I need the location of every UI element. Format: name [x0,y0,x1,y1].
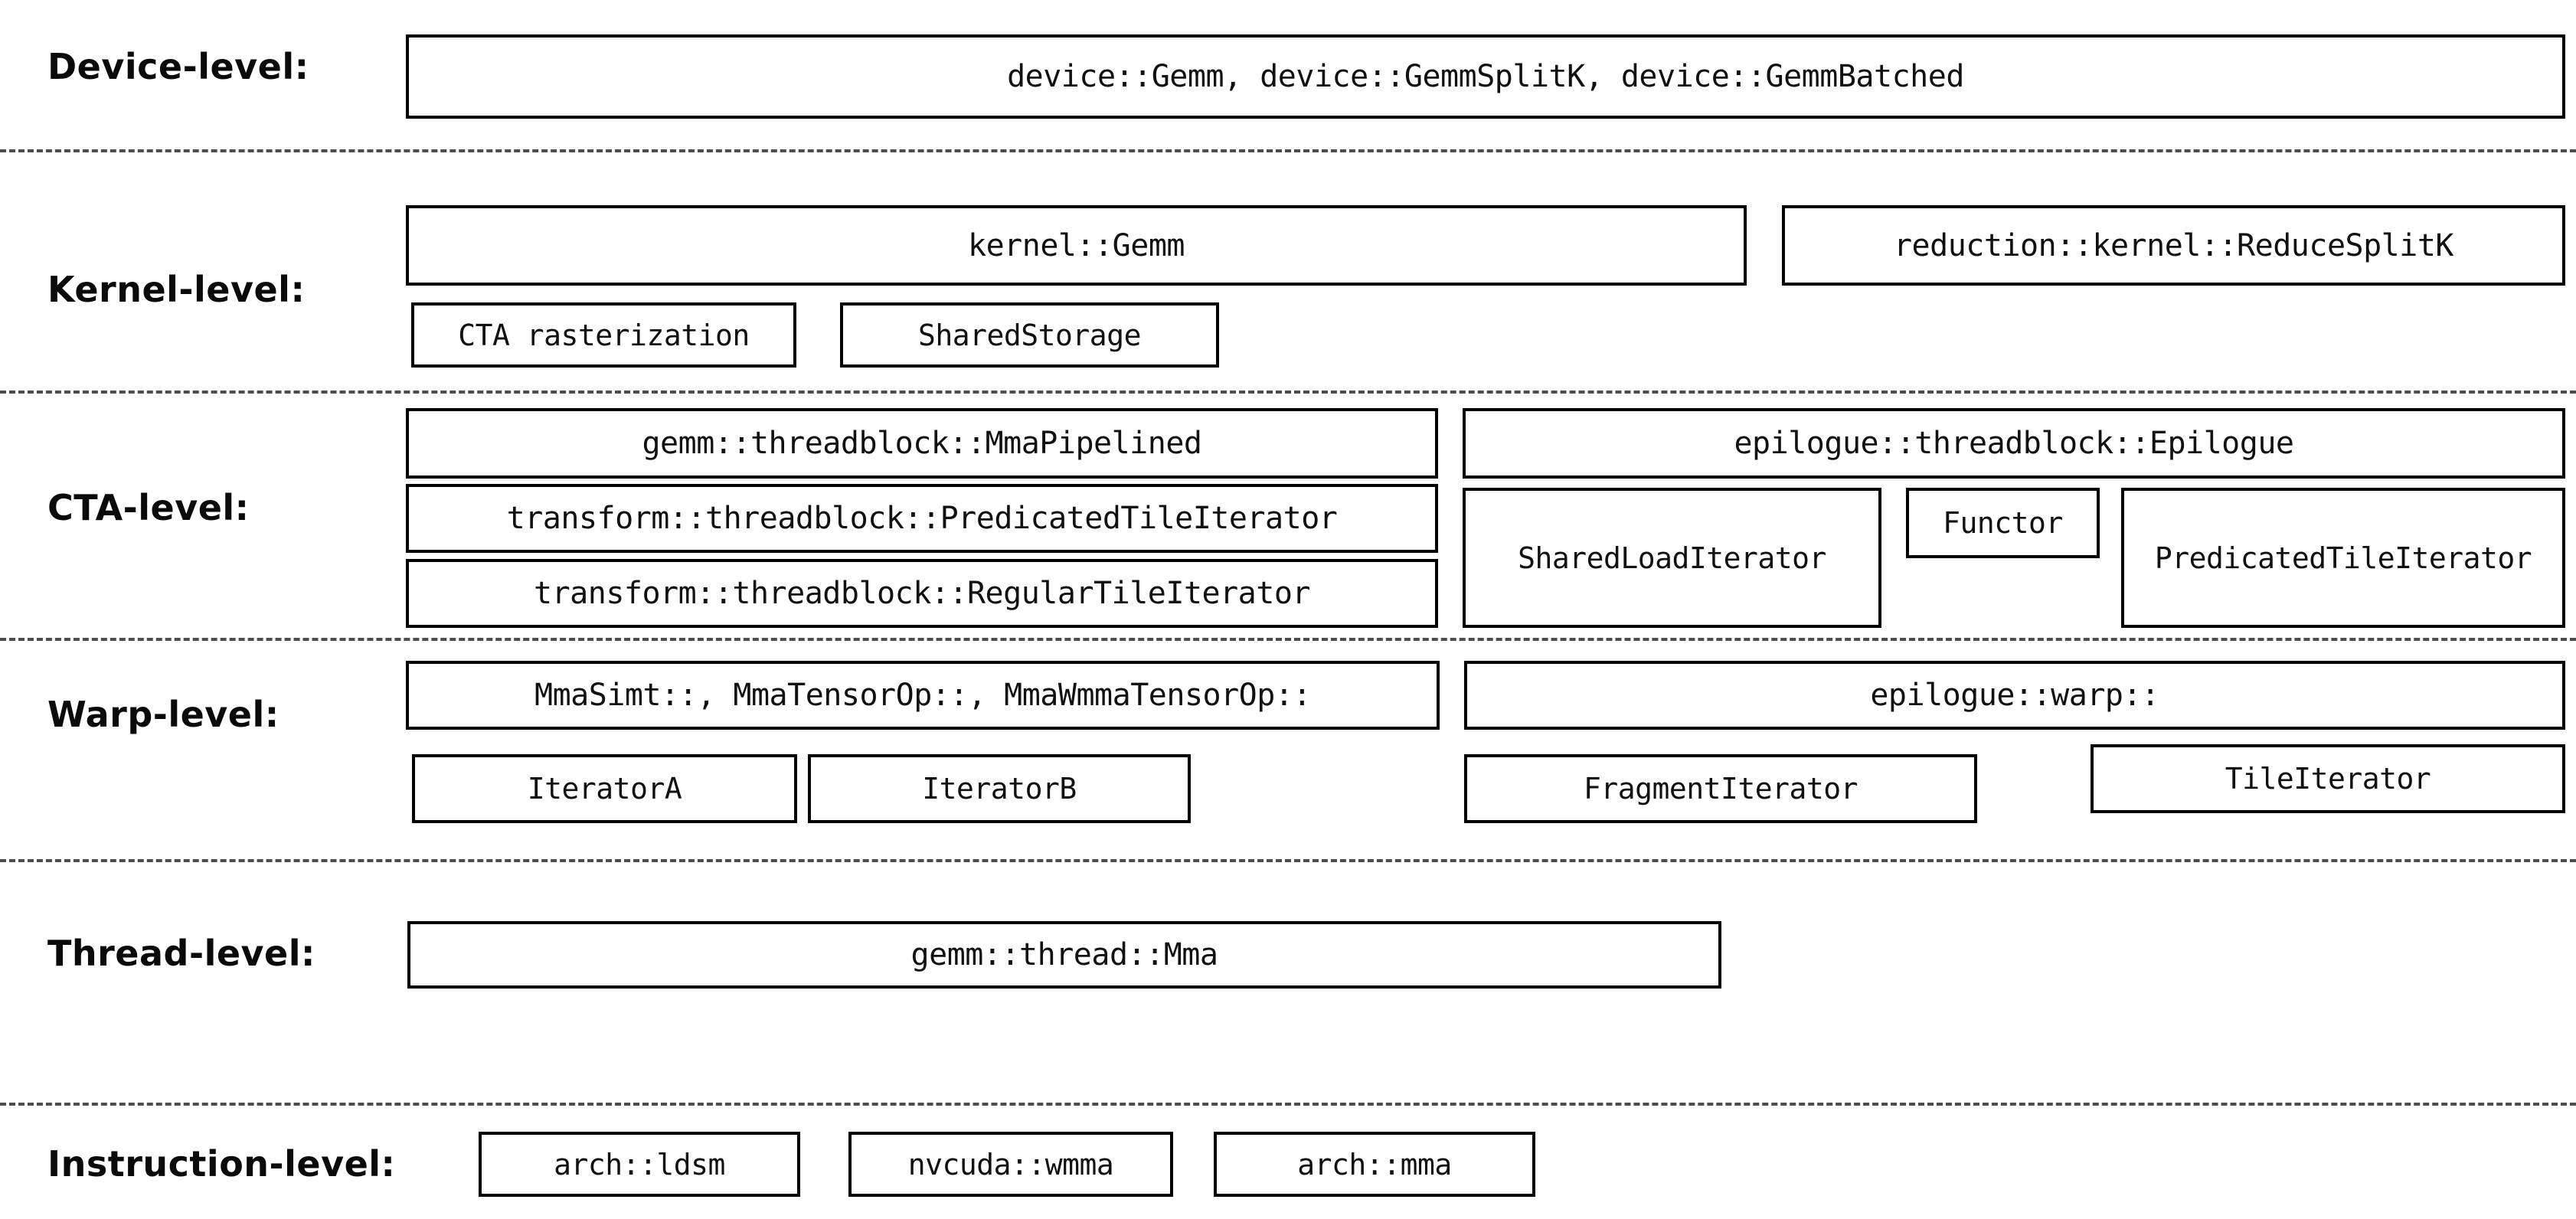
box-device-gemm[interactable]: device::Gemm, device::GemmSplitK, device… [406,34,2565,119]
level-label-instruction: Instruction-level: [47,1143,396,1185]
separator-cta-warp [0,638,2576,641]
box-transform-threadblock-regulartileiterator[interactable]: transform::threadblock::RegularTileItera… [406,559,1438,628]
box-epilogue-threadblock-epilogue-label: epilogue::threadblock::Epilogue [1734,426,2294,461]
box-functor[interactable]: Functor [1906,488,2100,558]
box-gemm-thread-mma-label: gemm::thread::Mma [910,937,1218,972]
box-sharedloaditerator[interactable]: SharedLoadIterator [1463,488,1881,628]
box-reduction-kernel-reducesplitk-label: reduction::kernel::ReduceSplitK [1893,227,2454,263]
box-tileiterator-label: TileIterator [2225,762,2431,796]
box-mma-variants[interactable]: MmaSimt::, MmaTensorOp::, MmaWmmaTensorO… [406,661,1440,730]
separator-device-kernel [0,149,2576,152]
separator-warp-thread [0,859,2576,862]
separator-kernel-cta [0,391,2576,394]
box-reduction-kernel-reducesplitk[interactable]: reduction::kernel::ReduceSplitK [1782,205,2565,286]
box-mma-variants-label: MmaSimt::, MmaTensorOp::, MmaWmmaTensorO… [534,678,1312,713]
box-fragmentiterator[interactable]: FragmentIterator [1464,754,1977,823]
box-predicatedtileiterator-label: PredicatedTileIterator [2154,541,2532,575]
box-iterator-a-label: IteratorA [527,772,682,806]
separator-thread-instruction [0,1103,2576,1106]
box-tileiterator[interactable]: TileIterator [2091,744,2565,813]
box-epilogue-threadblock-epilogue[interactable]: epilogue::threadblock::Epilogue [1463,408,2565,479]
box-functor-label: Functor [1943,506,2063,540]
box-kernel-gemm-label: kernel::Gemm [968,227,1185,263]
box-gemm-threadblock-mmapipelined[interactable]: gemm::threadblock::MmaPipelined [406,408,1438,479]
box-fragmentiterator-label: FragmentIterator [1583,772,1858,806]
box-gemm-thread-mma[interactable]: gemm::thread::Mma [407,921,1721,989]
box-arch-ldsm-label: arch::ldsm [554,1147,725,1181]
level-label-thread: Thread-level: [47,933,315,974]
level-label-cta: CTA-level: [47,487,250,528]
box-shared-storage-label: SharedStorage [918,318,1141,352]
box-transform-threadblock-predicatedtileiterator-label: transform::threadblock::PredicatedTileIt… [506,501,1338,536]
box-arch-ldsm[interactable]: arch::ldsm [479,1132,800,1197]
box-arch-mma-label: arch::mma [1297,1147,1452,1181]
box-nvcuda-wmma[interactable]: nvcuda::wmma [848,1132,1173,1197]
box-nvcuda-wmma-label: nvcuda::wmma [907,1147,1114,1181]
box-epilogue-warp[interactable]: epilogue::warp:: [1464,661,2565,730]
box-gemm-threadblock-mmapipelined-label: gemm::threadblock::MmaPipelined [642,426,1202,461]
level-label-kernel: Kernel-level: [47,269,306,310]
level-label-device: Device-level: [47,46,309,87]
box-iterator-b-label: IteratorB [922,772,1077,806]
box-epilogue-warp-label: epilogue::warp:: [1870,678,2159,713]
box-transform-threadblock-regulartileiterator-label: transform::threadblock::RegularTileItera… [533,576,1311,611]
box-cta-rasterization[interactable]: CTA rasterization [411,302,796,368]
box-arch-mma[interactable]: arch::mma [1214,1132,1535,1197]
box-device-gemm-label: device::Gemm, device::GemmSplitK, device… [1007,59,1964,94]
box-iterator-b[interactable]: IteratorB [808,754,1191,823]
box-iterator-a[interactable]: IteratorA [412,754,797,823]
box-kernel-gemm[interactable]: kernel::Gemm [406,205,1747,286]
box-cta-rasterization-label: CTA rasterization [458,318,750,352]
box-transform-threadblock-predicatedtileiterator[interactable]: transform::threadblock::PredicatedTileIt… [406,484,1438,553]
box-sharedloaditerator-label: SharedLoadIterator [1518,541,1826,575]
box-shared-storage[interactable]: SharedStorage [840,302,1219,368]
level-label-warp: Warp-level: [47,694,280,735]
box-predicatedtileiterator[interactable]: PredicatedTileIterator [2121,488,2565,628]
